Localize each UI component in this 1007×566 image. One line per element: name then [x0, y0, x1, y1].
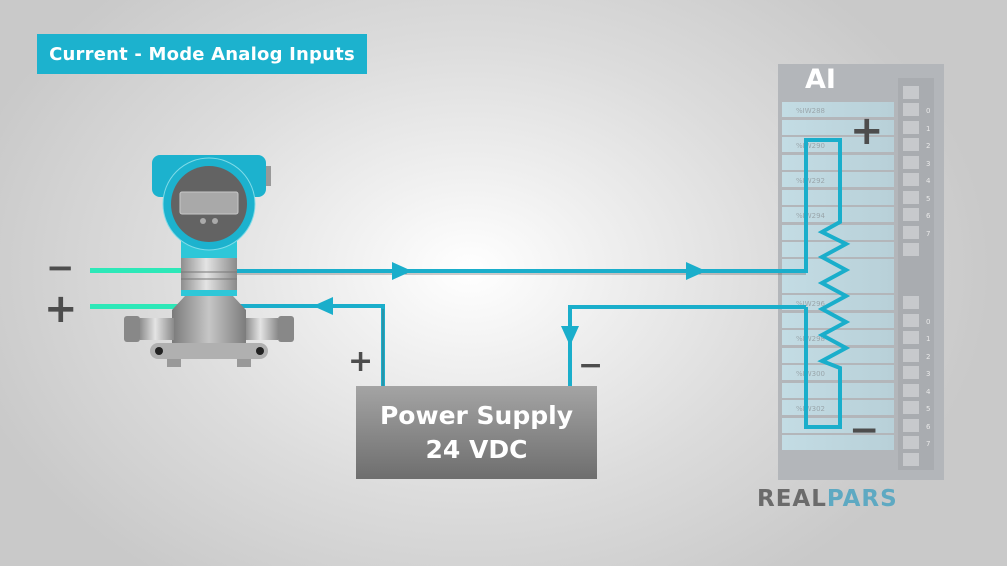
channel-led [903, 103, 919, 116]
channel-number: 3 [926, 370, 930, 378]
channel-led [903, 208, 919, 221]
lead-minus [90, 268, 182, 273]
channel-led [903, 384, 919, 397]
address-slot [782, 348, 894, 363]
channel-led [903, 173, 919, 186]
channel-number: 7 [926, 440, 930, 448]
channel-led [903, 331, 919, 344]
wire-return-psu [568, 305, 806, 386]
channel-led [903, 121, 919, 134]
channel-led [903, 296, 919, 309]
current-arrows [313, 262, 706, 346]
channel-number: 6 [926, 212, 931, 220]
power-supply-voltage: 24 VDC [425, 434, 528, 464]
channel-led [903, 436, 919, 449]
channel-led [903, 226, 919, 239]
transmitter-plus-label: + [44, 286, 78, 332]
address-label: %IW302 [796, 405, 825, 413]
channel-led [903, 86, 919, 99]
ai-minus-label: − [849, 410, 880, 451]
channel-number: 6 [926, 423, 931, 431]
logo-part2: PARS [826, 486, 898, 512]
channel-number: 0 [926, 107, 930, 115]
ai-plus-label: + [850, 108, 884, 154]
logo-part1: REAL [757, 486, 827, 512]
channel-led [903, 453, 919, 466]
address-label: %IW292 [796, 177, 825, 185]
address-slot [782, 120, 894, 135]
arrow-down [561, 326, 579, 346]
address-label: %IW294 [796, 212, 826, 220]
psu-minus-label: − [578, 348, 604, 383]
channel-number: 4 [926, 177, 931, 185]
channel-number: 4 [926, 388, 931, 396]
channel-number: 5 [926, 195, 930, 203]
channel-number: 1 [926, 125, 930, 133]
address-slot [782, 225, 894, 240]
psu-plus-label: + [348, 344, 374, 379]
address-slot [782, 330, 894, 345]
power-supply: Power Supply 24 VDC [356, 386, 597, 479]
pressure-transmitter [124, 155, 294, 367]
channel-number: 0 [926, 318, 930, 326]
channel-number: 2 [926, 353, 930, 361]
address-label: %IW296 [796, 300, 826, 308]
address-label: %IW298 [796, 335, 825, 343]
channel-led [903, 138, 919, 151]
resistor-zigzag [804, 138, 851, 429]
arrow-right-2 [686, 262, 706, 280]
channel-number: 2 [926, 142, 930, 150]
arrow-right-1 [392, 262, 412, 280]
transmitter-minus-label: − [46, 248, 75, 288]
channel-number: 1 [926, 335, 930, 343]
arrow-left [313, 297, 333, 315]
ai-channel-leds: 0 1 2 3 4 5 6 7 0 1 2 3 4 5 6 7 [903, 86, 931, 466]
channel-led [903, 243, 919, 256]
power-supply-name: Power Supply [379, 400, 574, 430]
wires [237, 138, 851, 429]
address-label: %IW290 [796, 142, 825, 150]
page-title: Current - Mode Analog Inputs [37, 34, 367, 74]
address-slot [782, 313, 894, 328]
lead-plus [90, 304, 180, 309]
channel-led [903, 349, 919, 362]
channel-number: 7 [926, 230, 930, 238]
address-slot [782, 435, 894, 450]
address-label: %IW300 [796, 370, 825, 378]
wire-signal-top [237, 260, 808, 273]
channel-number: 5 [926, 405, 930, 413]
channel-number: 3 [926, 160, 930, 168]
lcd-display [179, 191, 239, 215]
channel-led [903, 401, 919, 414]
address-slot [782, 102, 894, 117]
address-label: %IW288 [796, 107, 825, 115]
channel-led [903, 314, 919, 327]
ai-module: %IW288 %IW290 %IW292 %IW294 %IW296 %IW298 %IW3… [778, 64, 944, 480]
channel-led [903, 366, 919, 379]
realpars-logo: REALPARS [757, 486, 898, 512]
ai-module-title: AI [805, 64, 836, 95]
channel-led [903, 156, 919, 169]
channel-led [903, 191, 919, 204]
channel-led [903, 419, 919, 432]
